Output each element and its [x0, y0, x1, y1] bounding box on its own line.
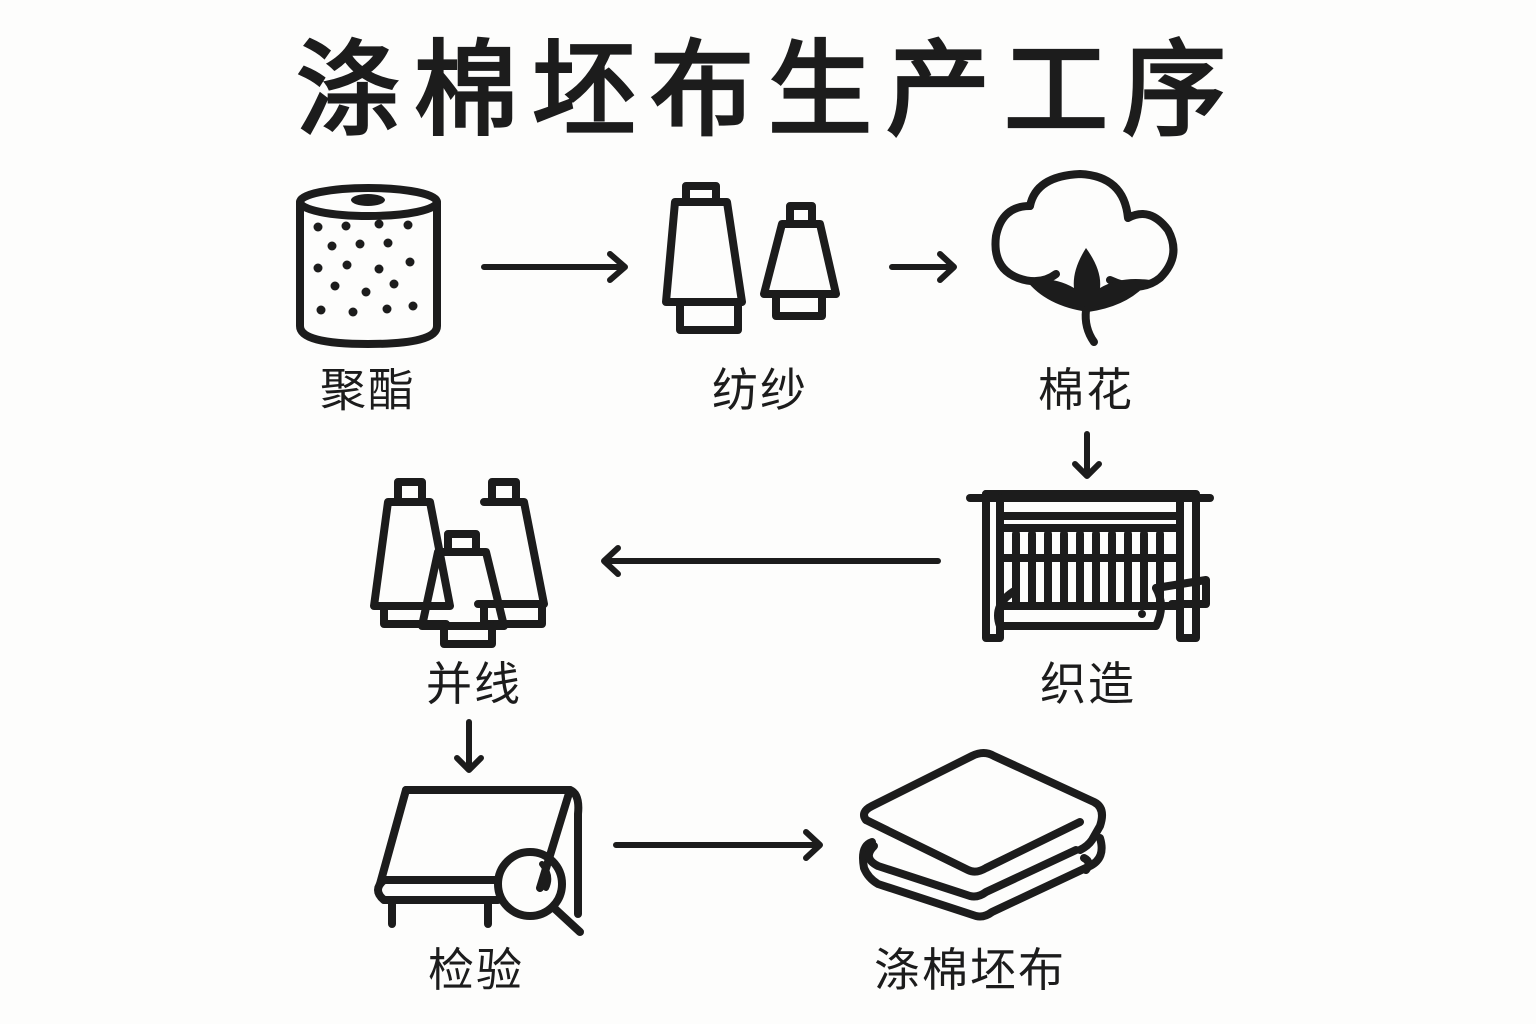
- page-title: 涤棉坯布生产工序: [295, 29, 1240, 151]
- step-label-cotton: 棉花: [1038, 363, 1134, 417]
- arrow-right-icon: [889, 251, 957, 283]
- loom-icon: [966, 490, 1214, 642]
- arrow-down-icon: [454, 719, 484, 773]
- arrow-left-icon: [601, 545, 941, 577]
- three-yarn-cones-icon: [370, 478, 548, 648]
- step-label-weaving: 织造: [1040, 657, 1136, 711]
- step-label-doubling: 并线: [426, 657, 522, 711]
- arrow-right-icon: [613, 829, 823, 861]
- arrow-right-icon: [481, 251, 628, 283]
- polyester-roll-icon: [296, 184, 441, 348]
- step-label-greige: 涤棉坯布: [874, 943, 1066, 997]
- folded-fabric-icon: [859, 749, 1106, 921]
- cotton-boll-icon: [991, 170, 1178, 346]
- step-label-inspection: 检验: [428, 943, 524, 997]
- fabric-inspection-icon: [374, 786, 584, 936]
- step-label-polyester: 聚酯: [320, 363, 416, 417]
- step-label-spinning: 纺纱: [712, 363, 808, 417]
- arrow-down-icon: [1072, 431, 1102, 479]
- yarn-cones-icon: [662, 182, 840, 334]
